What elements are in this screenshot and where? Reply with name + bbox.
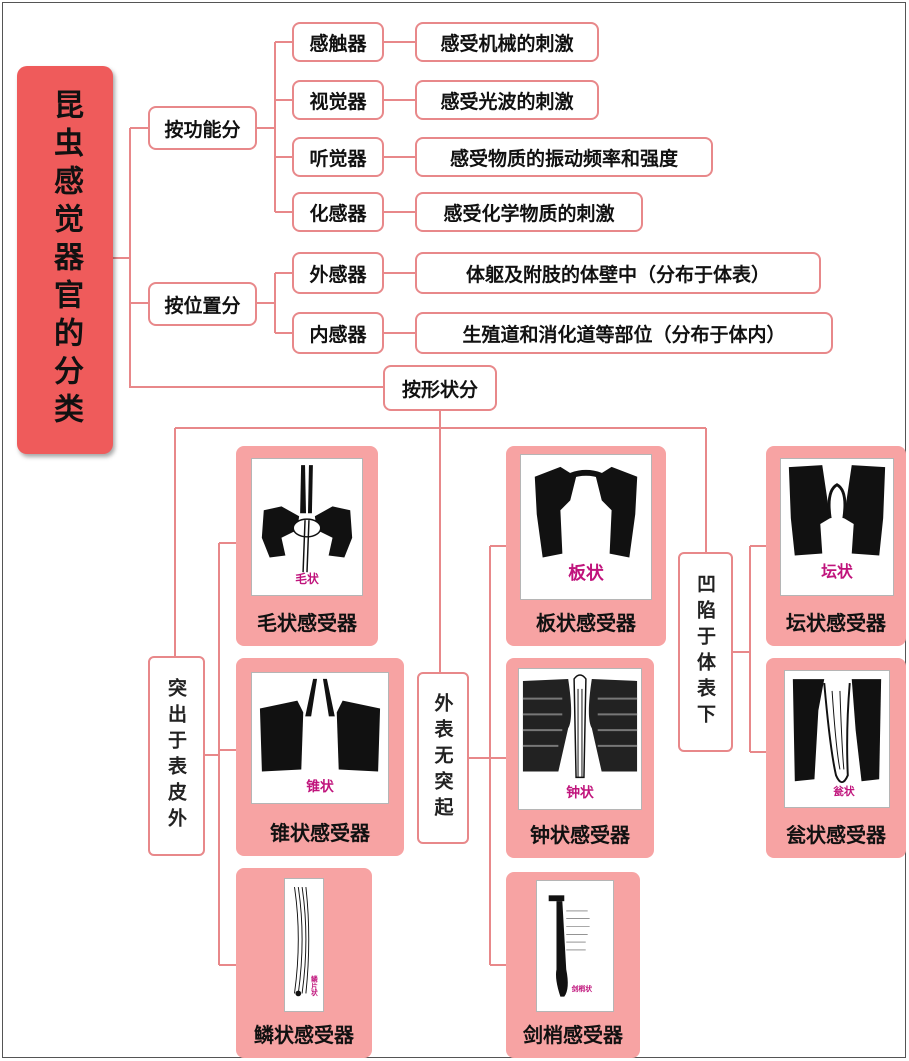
receptor-card: 钟状 钟状感受器 [506,658,654,858]
pic-label: 剑梢状 [571,984,593,993]
receptor-name: 板状感受器 [536,611,636,635]
receptor-card: 鳞片状 鳞状感受器 [236,868,372,1058]
position-item-desc: 生殖道和消化道等部位（分布于体内） [415,312,833,354]
receptor-name: 鳞状感受器 [254,1023,354,1047]
position-item-name: 内感器 [292,312,384,354]
pic-label: 板状 [568,562,604,584]
receptor-card: 剑梢状 剑梢感受器 [506,872,640,1058]
shape-group-flat: 外表无突起 [417,672,469,844]
pic-label: 锥状 [306,778,334,795]
scale-receptor-image: 鳞片状 [284,878,324,1012]
pic-label: 坛状 [821,562,853,581]
receptor-name: 坛状感受器 [786,611,886,635]
pic-label: 鳞片状 [310,975,318,997]
by-shape-node: 按形状分 [383,365,497,411]
pic-label: 毛状 [295,572,319,586]
pic-label: 钟状 [566,784,594,801]
function-item-name: 视觉器 [292,80,384,120]
bell-receptor-image: 钟状 [518,668,642,810]
position-item-name: 外感器 [292,252,384,294]
plate-receptor-image: 板状 [520,454,652,600]
function-item-desc: 感受化学物质的刺激 [415,192,643,232]
by-position-node: 按位置分 [148,282,257,326]
function-item-desc: 感受光波的刺激 [415,80,599,120]
function-item-name: 化感器 [292,192,384,232]
receptor-name: 毛状感受器 [257,611,357,635]
receptor-card: 瓮状 瓮状感受器 [766,658,906,858]
function-item-name: 听觉器 [292,137,384,177]
receptor-card: 毛状 毛状感受器 [236,446,378,646]
shape-group-protruding: 突出于表皮外 [148,656,205,856]
function-item-desc: 感受物质的振动频率和强度 [415,137,713,177]
pic-label: 瓮状 [833,785,855,798]
by-function-node: 按功能分 [148,106,257,150]
receptor-card: 板状 板状感受器 [506,446,666,646]
receptor-card: 锥状 锥状感受器 [236,658,404,856]
sword-receptor-image: 剑梢状 [536,880,614,1012]
function-item-name: 感触器 [292,22,384,62]
hair-receptor-image: 毛状 [251,458,363,596]
title-box: 昆虫感觉器官的分类 [17,66,113,454]
receptor-name: 钟状感受器 [530,823,630,847]
position-item-desc: 体躯及附肢的体壁中（分布于体表） [415,252,821,294]
receptor-name: 剑梢感受器 [523,1023,623,1047]
receptor-name: 锥状感受器 [270,821,370,845]
cone-receptor-image: 锥状 [251,672,389,804]
receptor-card: 坛状 坛状感受器 [766,446,906,646]
jar-receptor-image: 瓮状 [784,670,890,808]
title-text: 昆虫感觉器官的分类 [48,89,83,431]
function-item-desc: 感受机械的刺激 [415,22,599,62]
shape-group-sunken: 凹陷于体表下 [678,552,733,752]
receptor-name: 瓮状感受器 [786,823,886,847]
urn-receptor-image: 坛状 [780,458,894,596]
